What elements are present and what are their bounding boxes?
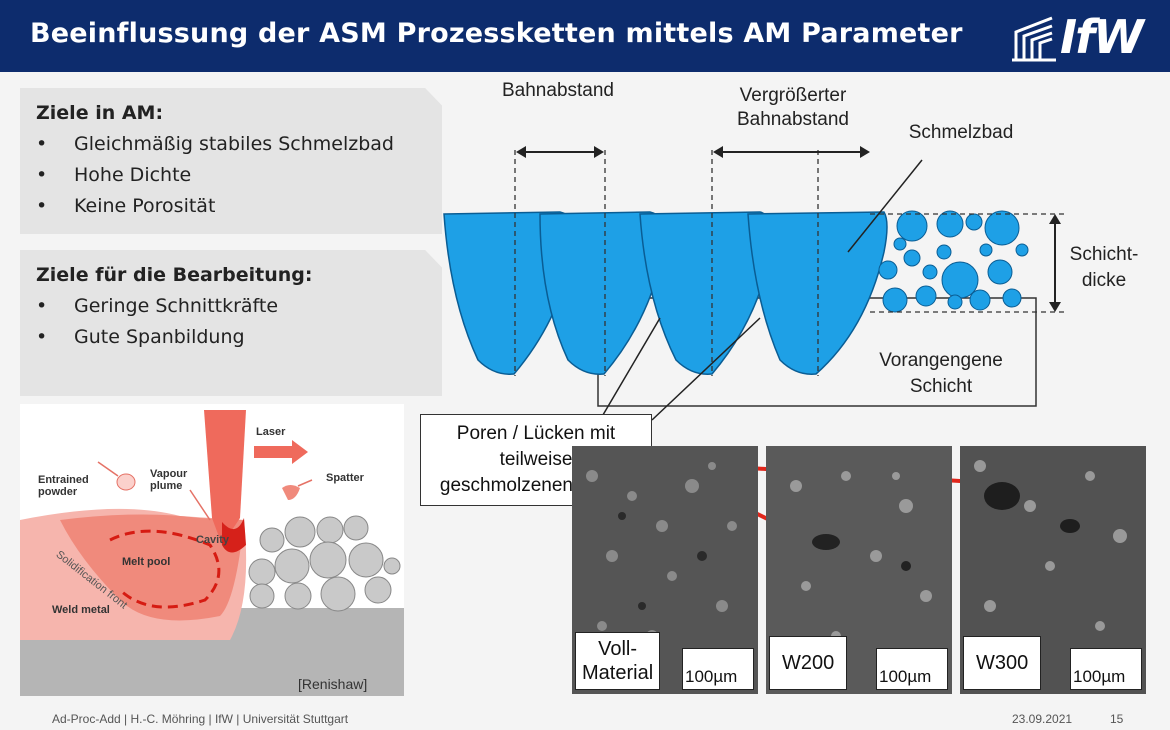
micrograph-caption: W300 (963, 636, 1042, 690)
logo-text: IfW (1060, 10, 1144, 64)
micrograph-w300: W300 100µm (960, 446, 1146, 694)
footer-credits: Ad-Proc-Add | H.-C. Möhring | IfW | Univ… (52, 712, 349, 726)
weld-label-weld-metal: Weld metal (52, 604, 110, 616)
laser-direction-arrow (254, 440, 308, 464)
label-track-spacing: Bahnabstand (502, 80, 614, 101)
list-item: •Gute Spanbildung (36, 326, 245, 348)
micrograph-full-material: Voll-Material 100µm (572, 446, 758, 694)
weld-label-melt-pool: Melt pool (122, 556, 171, 568)
micrograph-caption: W200 (769, 636, 848, 690)
weld-metal-region (20, 508, 247, 640)
weld-figure-background (20, 404, 404, 696)
list-item: •Geringe Schnittkräfte (36, 295, 279, 317)
slide-title: Beeinflussung der ASM Prozessketten mitt… (30, 18, 963, 49)
goals-machining-title: Ziele für die Bearbeitung: (36, 264, 313, 286)
footer-page-number: 15 (1110, 712, 1124, 726)
powder-bed (878, 210, 1029, 313)
goals-am-title: Ziele in AM: (36, 102, 164, 124)
weld-figure-source: [Renishaw] (298, 676, 368, 692)
list-item: •Gleichmäßig stabiles Schmelzbad (36, 133, 394, 155)
building-logo-icon (1012, 16, 1056, 62)
scale-bar: 100µm (1070, 648, 1142, 690)
label-melt-pool: Schmelzbad (908, 122, 1014, 143)
scale-bar: 100µm (682, 648, 754, 690)
spatter-particle (282, 485, 300, 500)
powder-particles (248, 515, 401, 612)
goals-am-list: •Gleichmäßig stabiles Schmelzbad •Hohe D… (36, 133, 394, 226)
melt-pool-pointer (847, 159, 923, 253)
footer-date: 23.09.2021 (1012, 712, 1073, 726)
goals-machining-list: •Geringe Schnittkräfte •Gute Spanbildung (36, 295, 278, 357)
slide-header: Beeinflussung der ASM Prozessketten mitt… (0, 0, 1170, 72)
micrograph-caption: Voll-Material (575, 632, 661, 690)
scale-bar: 100µm (876, 648, 948, 690)
weld-label-laser: Laser (256, 426, 286, 438)
entrained-arrow (97, 461, 119, 477)
vapour-arrow (189, 489, 211, 521)
melt-tracks (443, 211, 888, 375)
entrained-powder-particle (116, 473, 136, 491)
ifw-logo: IfW (1012, 10, 1144, 64)
weld-label-spatter: Spatter (326, 472, 364, 484)
list-item: •Keine Porosität (36, 195, 216, 217)
goals-am-panel: Ziele in AM: •Gleichmäßig stabiles Schme… (20, 88, 442, 234)
weld-label-solidification-front: Solidification front (53, 548, 130, 612)
goals-machining-panel: Ziele für die Bearbeitung: •Geringe Schn… (20, 250, 442, 396)
weld-label-cavity: Cavity (196, 534, 230, 546)
micrograph-w200: W200 100µm (766, 446, 952, 694)
list-item: •Hohe Dichte (36, 164, 192, 186)
label-layer-thickness: Schicht-dicke (1069, 244, 1139, 291)
laser-beam (204, 410, 246, 545)
